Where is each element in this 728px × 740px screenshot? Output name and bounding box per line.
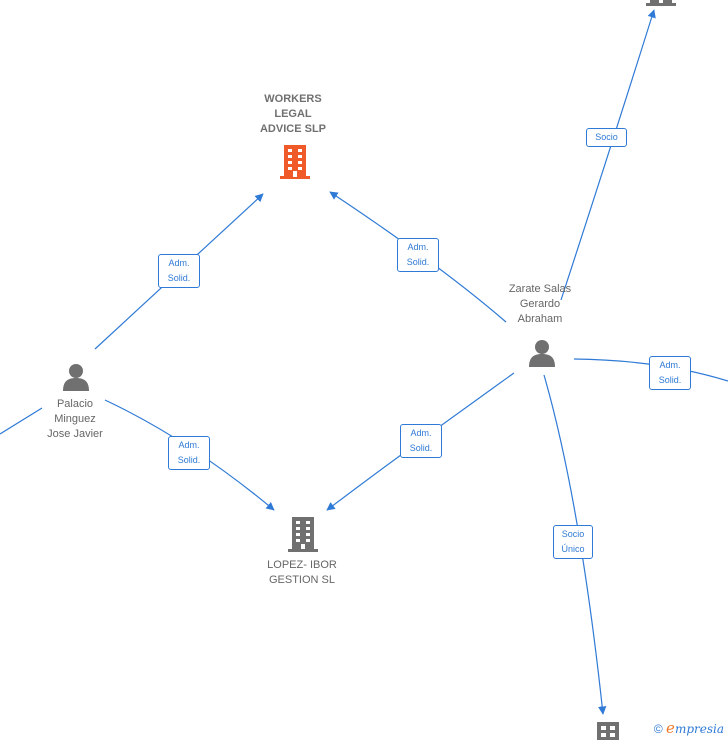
building-icon[interactable] [644, 0, 678, 8]
edge-tag-zarate-bottom: Socio Único [553, 525, 593, 559]
node-label-workers-legal[interactable]: WORKERS LEGAL ADVICE SLP [259, 93, 326, 135]
edge-tag-zarate-workers: Adm. Solid. [397, 238, 439, 272]
person-icon[interactable] [527, 338, 557, 368]
edge-tag-zarate-top: Socio [586, 128, 627, 147]
building-icon[interactable] [286, 516, 320, 554]
edge-tag-zarate-lopez: Adm. Solid. [400, 424, 442, 458]
edge-palacio-left [0, 407, 43, 435]
building-icon[interactable] [278, 144, 312, 180]
building-icon[interactable] [595, 721, 621, 740]
brand-logo-initial: e [666, 719, 675, 737]
brand-logo-text: mpresia [674, 722, 724, 736]
copyright-symbol: © [653, 722, 663, 736]
edge-tag-zarate-right: Adm. Solid. [649, 356, 691, 390]
copyright-watermark: © empresia [654, 719, 724, 737]
node-label-lopez-ibor[interactable]: LOPEZ- IBOR GESTION SL [267, 559, 337, 586]
edge-zarate-bottom [543, 374, 607, 715]
person-icon[interactable] [61, 362, 91, 392]
node-label-zarate[interactable]: Zarate Salas Gerardo Abraham [508, 283, 572, 325]
edge-tag-palacio-lopez: Adm. Solid. [168, 436, 210, 470]
node-label-palacio[interactable]: Palacio Minguez Jose Javier [47, 398, 103, 440]
edge-tag-palacio-workers: Adm. Solid. [158, 254, 200, 288]
edge-zarate-top [560, 9, 656, 301]
